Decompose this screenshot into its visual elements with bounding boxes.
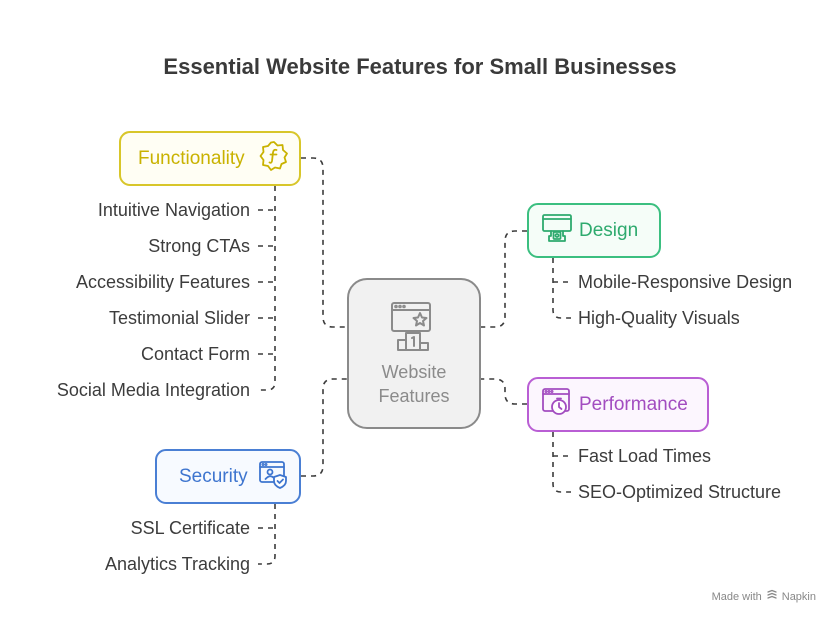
connector-performance xyxy=(481,378,527,405)
performance-item: Fast Load Times xyxy=(578,446,712,466)
function-badge-icon xyxy=(258,140,290,178)
monitor-design-icon xyxy=(541,212,573,250)
performance-node: Performance xyxy=(527,377,709,432)
connector-performance-items xyxy=(552,432,571,493)
center-label-line2: Features xyxy=(378,386,450,406)
functionality-item: Accessibility Features xyxy=(75,272,250,292)
functionality-item: Testimonial Slider xyxy=(108,308,250,328)
connector-security-items xyxy=(258,504,276,565)
center-label: Website Features xyxy=(349,360,479,408)
watermark-prefix: Made with xyxy=(711,590,762,603)
connector-design xyxy=(481,230,527,328)
functionality-item: Contact Form xyxy=(140,344,250,364)
security-label: Security xyxy=(179,465,248,487)
design-item: High-Quality Visuals xyxy=(578,308,740,328)
design-node: Design xyxy=(527,203,661,258)
functionality-item: Social Media Integration xyxy=(56,380,250,400)
center-node: Website Features xyxy=(347,278,481,429)
connector-security xyxy=(301,378,347,477)
browser-stopwatch-icon xyxy=(541,386,573,424)
security-item: SSL Certificate xyxy=(130,518,250,538)
functionality-item: Strong CTAs xyxy=(148,236,250,256)
watermark-brand: Napkin xyxy=(781,590,816,603)
connector-functionality xyxy=(301,157,347,328)
performance-item: SEO-Optimized Structure xyxy=(578,482,782,502)
napkin-watermark: Made with Napkin xyxy=(712,589,816,604)
functionality-label: Functionality xyxy=(138,147,245,169)
napkin-logo-icon xyxy=(766,589,778,604)
security-node: Security xyxy=(155,449,301,504)
functionality-node: Functionality xyxy=(119,131,301,186)
website-star-icon xyxy=(389,300,439,357)
center-label-line1: Website xyxy=(381,362,447,382)
connector-design-items xyxy=(552,258,571,319)
performance-label: Performance xyxy=(579,393,688,415)
security-item: Analytics Tracking xyxy=(104,554,250,574)
secure-profile-icon xyxy=(258,458,290,496)
connector-functionality-items xyxy=(258,186,276,391)
design-item: Mobile-Responsive Design xyxy=(578,272,793,292)
design-label: Design xyxy=(579,219,639,241)
diagram-title: Essential Website Features for Small Bus… xyxy=(163,54,677,79)
functionality-item: Intuitive Navigation xyxy=(97,200,250,220)
